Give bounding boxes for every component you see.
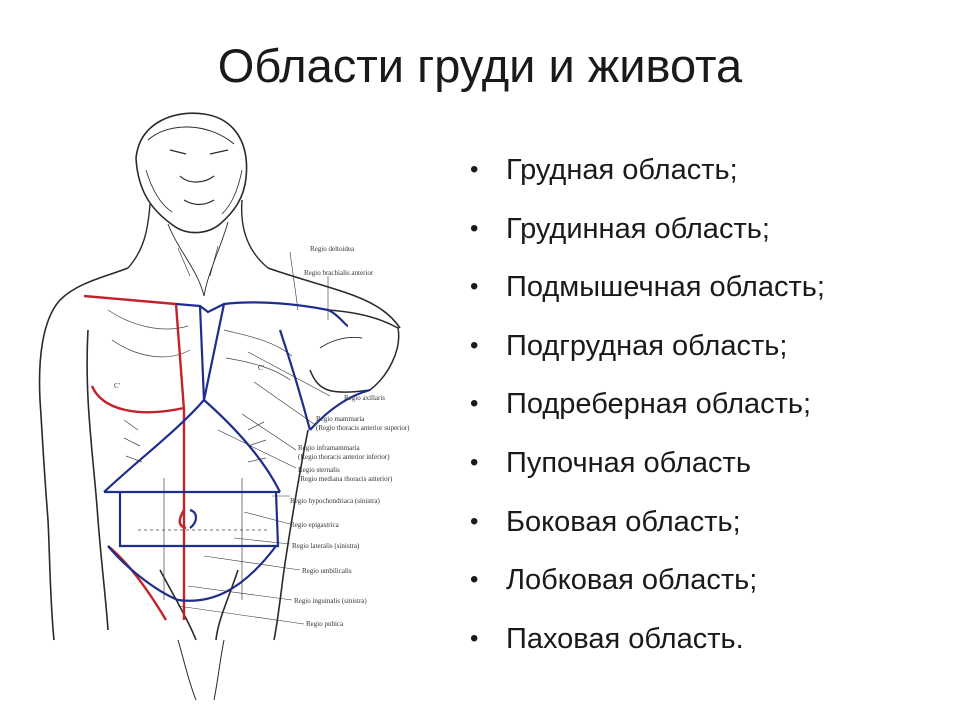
list-item: • Пупочная область <box>468 439 948 498</box>
list-item-text: Паховая область. <box>506 622 744 655</box>
label-regio-epigastrica: Regio epigastrica <box>290 521 340 529</box>
bullet-icon: • <box>470 390 479 418</box>
label-regio-inguinalis: Regio inguinalis (sinistra) <box>294 597 367 605</box>
bullet-icon: • <box>470 624 479 652</box>
label-regio-thoracis-anterior-inferior: (Regio thoracis anterior inferior) <box>298 453 390 461</box>
label-regio-thoracis-anterior-superior: (Regio thoracis anterior superior) <box>316 424 410 432</box>
label-regio-sternalis: Regio sternalis <box>298 466 340 474</box>
arm-outline <box>309 309 400 393</box>
slide-title: Области груди и живота <box>217 39 743 92</box>
neck-outline <box>127 199 269 297</box>
head-outline <box>135 112 248 234</box>
label-regio-mediana-thoracis-anterior: (Regio mediana thoracis anterior) <box>298 475 393 483</box>
label-regio-umbilicalis: Regio umbilicalis <box>302 567 352 575</box>
label-regio-inframammaria: Regio inframammaria <box>298 444 361 452</box>
left-side-region-lines <box>103 301 371 602</box>
list-item: • Подреберная область; <box>468 380 948 439</box>
bullet-icon: • <box>470 566 479 594</box>
list-item-text: Лобковая область; <box>506 564 758 597</box>
region-list: • Грудная область; • Грудинная область; • П… <box>468 146 948 673</box>
list-item: • Грудная область; <box>468 146 948 205</box>
list-item: • Лобковая область; <box>468 556 948 615</box>
list-item: • Подгрудная область; <box>468 322 948 381</box>
list-item-text: Грудинная область; <box>506 212 770 245</box>
list-item: • Боковая область; <box>468 498 948 557</box>
bullet-icon: • <box>470 273 479 301</box>
bullet-icon: • <box>470 507 479 535</box>
torso-anatomy-illustration: C' C' Regio deltoidea Regio brachialis a… <box>28 100 448 720</box>
bullet-icon: • <box>470 331 479 359</box>
label-regio-hypochondriaca: Regio hypochondriaca (sinistra) <box>290 497 380 505</box>
list-item-text: Грудная область; <box>506 154 738 186</box>
list-item: • Грудинная область; <box>468 205 948 264</box>
muscle-hatching <box>107 309 293 600</box>
list-item-text: Пупочная область <box>506 446 751 479</box>
label-regio-mammaria: Regio mammaria <box>316 415 365 423</box>
bullet-icon: • <box>470 214 479 242</box>
list-item-text: Подмышечная область; <box>506 271 825 304</box>
label-regio-pubica: Regio pubica <box>306 620 344 628</box>
bullet-icon: • <box>470 156 479 183</box>
label-regio-brachialis-anterior: Regio brachialis anterior <box>304 269 374 277</box>
label-regio-deltoidea: Regio deltoidea <box>310 245 355 253</box>
region-mark-right: C' <box>258 364 264 372</box>
list-item-text: Подгрудная область; <box>506 329 788 362</box>
label-regio-lateralis: Regio lateralis (sinistra) <box>292 542 360 550</box>
bullet-icon: • <box>470 448 479 476</box>
label-leader-lines <box>177 251 331 625</box>
region-mark-left: C' <box>114 382 120 390</box>
torso-outline <box>38 267 401 701</box>
list-item: • Паховая область. <box>468 615 948 674</box>
list-item-text: Боковая область; <box>506 505 741 538</box>
list-item-text: Подреберная область; <box>506 388 812 421</box>
list-item: • Подмышечная область; <box>468 263 948 322</box>
torso-drawing: C' C' Regio deltoidea Regio brachialis a… <box>38 112 410 701</box>
label-regio-axillaris: Regio axillaris <box>344 394 385 402</box>
